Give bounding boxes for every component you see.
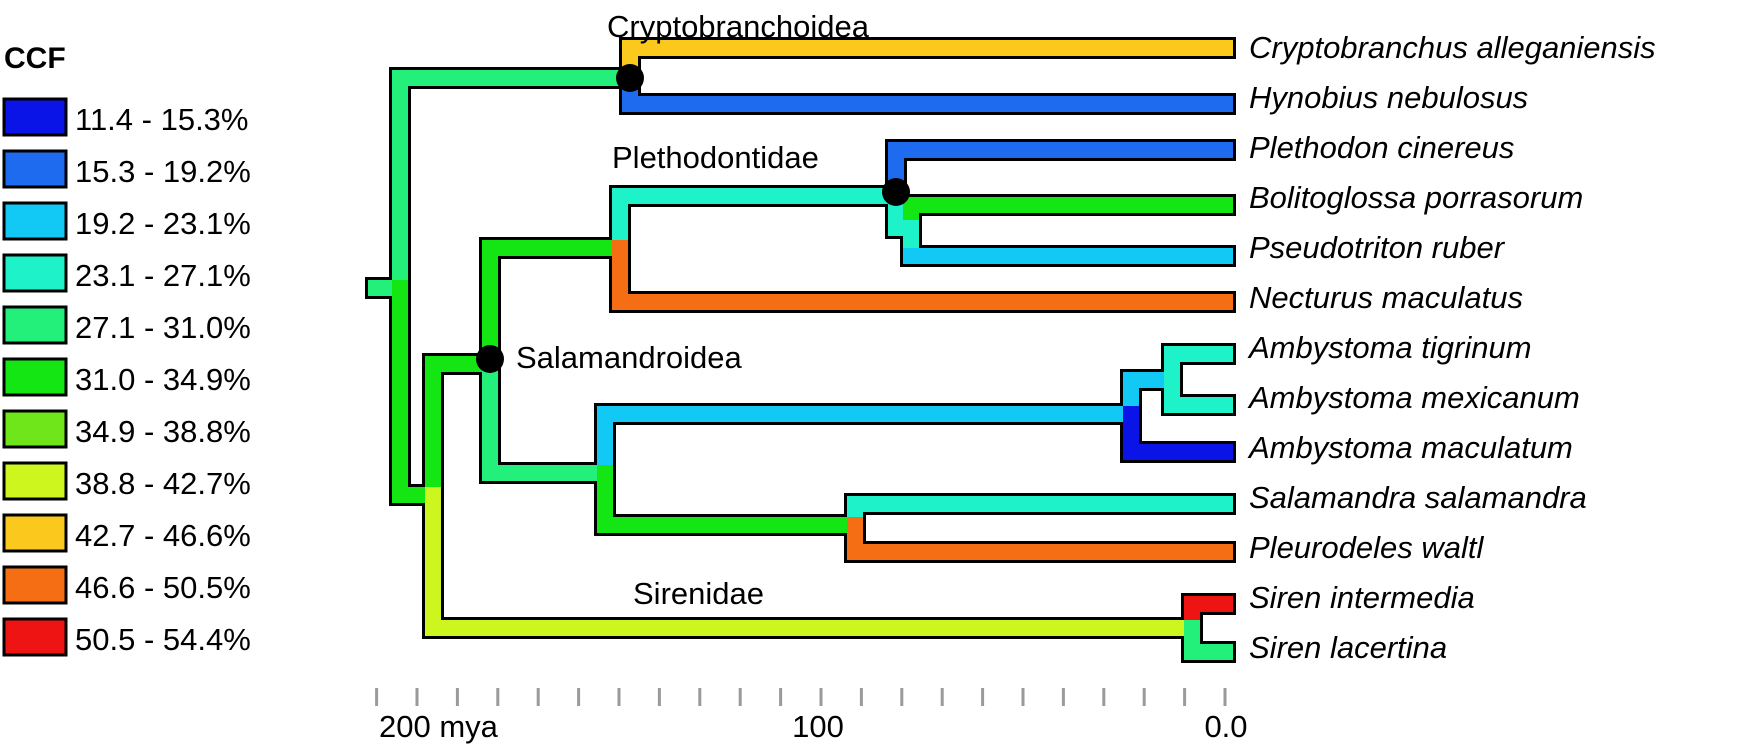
axis-label-200: 200 mya — [379, 709, 499, 744]
axis-ticks — [375, 688, 1227, 706]
legend-label: 34.9 - 38.8% — [75, 414, 251, 449]
legend-swatch — [2, 357, 68, 397]
legend-label: 42.7 - 46.6% — [75, 518, 251, 553]
clade-nodes — [476, 64, 910, 373]
clade-node-marker — [882, 178, 910, 206]
legend-label: 15.3 - 19.2% — [75, 154, 251, 189]
legend-swatch — [2, 617, 68, 657]
taxon-label: Pleurodeles waltl — [1249, 530, 1484, 565]
legend-label: 27.1 - 31.0% — [75, 310, 251, 345]
taxon-label: Siren lacertina — [1249, 630, 1447, 665]
taxon-label: Ambystoma maculatum — [1247, 430, 1573, 465]
legend-swatch — [2, 409, 68, 449]
clade-label-sirenidae: Sirenidae — [633, 576, 764, 611]
clade-node-marker — [476, 345, 504, 373]
legend-swatch — [2, 461, 68, 501]
legend-title: CCF — [4, 42, 66, 75]
clade-labels: Cryptobranchoidea Plethodontidae Salaman… — [516, 9, 870, 611]
legend-label: 50.5 - 54.4% — [75, 622, 251, 657]
clade-node-marker — [616, 64, 644, 92]
clade-label-cryptobranchoidea: Cryptobranchoidea — [607, 9, 870, 44]
legend-swatch — [2, 513, 68, 553]
legend-swatch — [2, 201, 68, 241]
taxon-label: Salamandra salamandra — [1249, 480, 1587, 515]
legend-swatch — [2, 149, 68, 189]
legend-label: 46.6 - 50.5% — [75, 570, 251, 605]
taxon-label: Necturus maculatus — [1249, 280, 1523, 315]
legend-label: 23.1 - 27.1% — [75, 258, 251, 293]
time-axis: 200 mya 100 0.0 — [375, 688, 1248, 744]
legend-swatch — [2, 305, 68, 345]
taxon-label: Cryptobranchus alleganiensis — [1249, 30, 1656, 65]
legend-label: 31.0 - 34.9% — [75, 362, 251, 397]
taxon-labels: Cryptobranchus alleganiensis Hynobius ne… — [1247, 30, 1656, 665]
axis-label-100: 100 — [792, 709, 844, 744]
legend-label: 19.2 - 23.1% — [75, 206, 251, 241]
taxon-label: Bolitoglossa porrasorum — [1249, 180, 1583, 215]
legend-swatch — [2, 253, 68, 293]
taxon-label: Pseudotriton ruber — [1249, 230, 1506, 265]
taxon-label: Hynobius nebulosus — [1249, 80, 1528, 115]
taxon-label: Ambystoma mexicanum — [1247, 380, 1580, 415]
legend-label: 38.8 - 42.7% — [75, 466, 251, 501]
ccf-legend: CCF 11.4 - 15.3% 15.3 - 19.2% 19.2 - 23.1%… — [2, 42, 251, 657]
clade-label-plethodontidae: Plethodontidae — [612, 140, 819, 175]
tree-branches — [365, 37, 1236, 663]
taxon-label: Siren intermedia — [1249, 580, 1475, 615]
legend-swatch — [2, 565, 68, 605]
clade-label-salamandroidea: Salamandroidea — [516, 340, 743, 375]
legend-label: 11.4 - 15.3% — [75, 102, 248, 137]
taxon-label: Ambystoma tigrinum — [1247, 330, 1532, 365]
taxon-label: Plethodon cinereus — [1249, 130, 1514, 165]
axis-label-0: 0.0 — [1204, 709, 1247, 744]
legend-swatch — [2, 97, 68, 137]
